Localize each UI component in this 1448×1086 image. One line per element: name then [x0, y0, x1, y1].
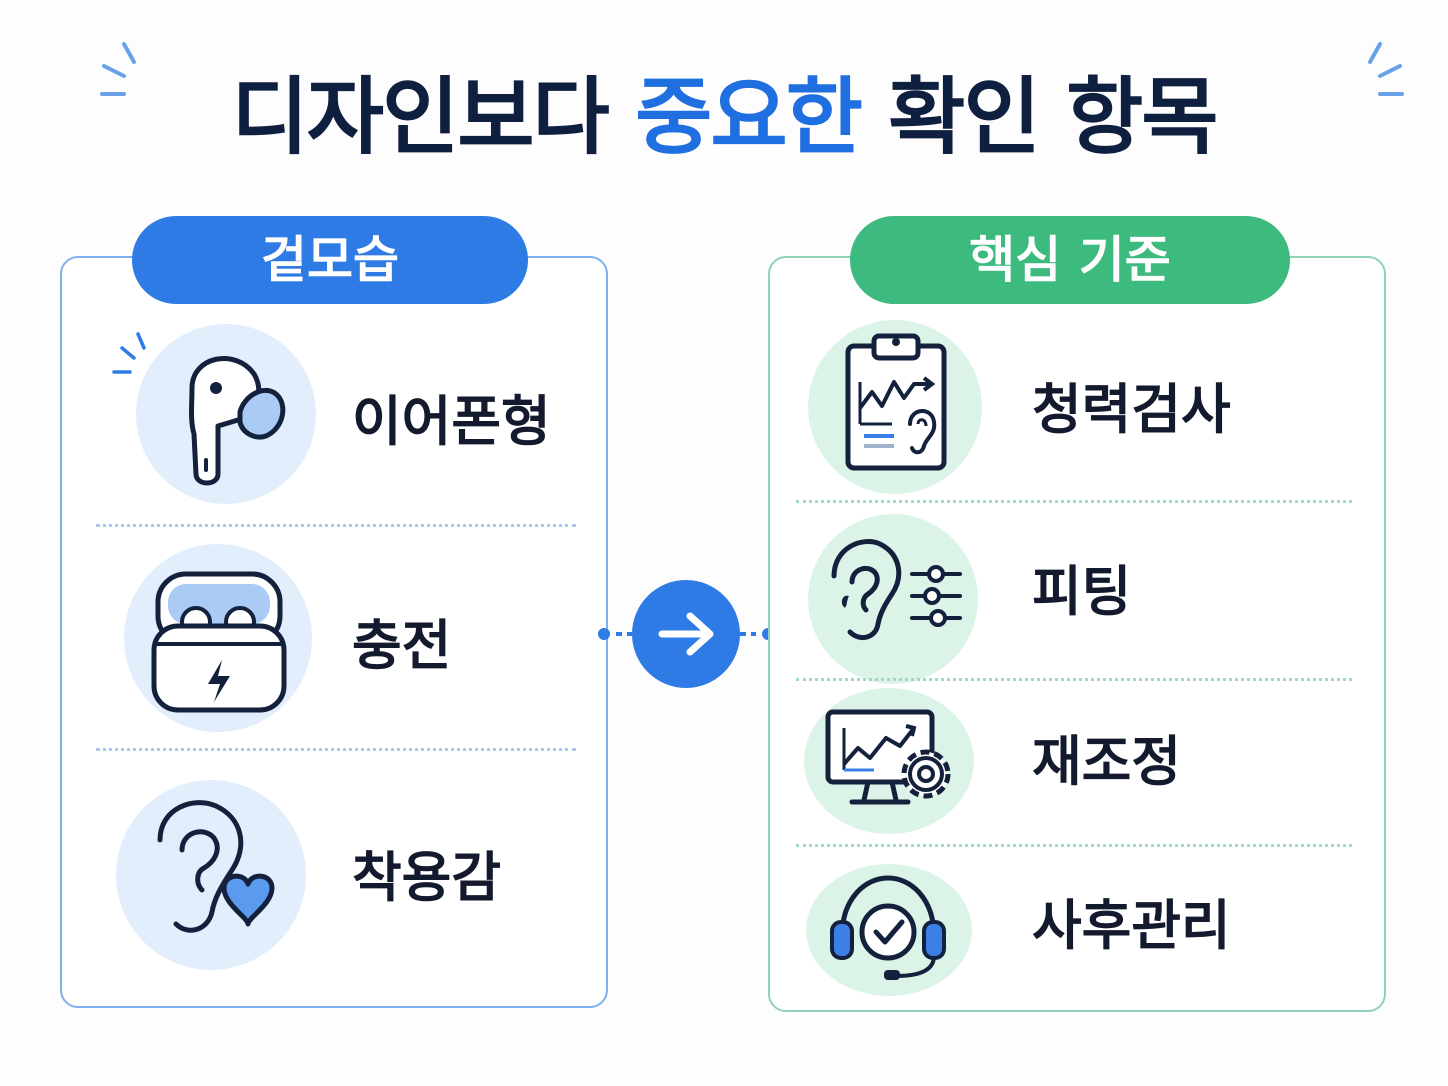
divider [796, 500, 1352, 503]
sparkle-earbud-icon [112, 332, 146, 374]
item-hearing-test: 청력검사 [1032, 378, 1231, 441]
fitting-icon-circle [808, 514, 978, 684]
appearance-header: 겉모습 [132, 216, 528, 304]
item-charging: 충전 [352, 614, 452, 677]
sparkle-left-icon [100, 42, 136, 96]
item-aftercare: 사후관리 [1032, 894, 1231, 957]
item-wearing-comfort: 착용감 [352, 846, 502, 909]
ear-heart-icon [157, 800, 275, 933]
charging-case-icon [151, 571, 287, 713]
divider [796, 678, 1352, 681]
divider [96, 524, 576, 527]
charging-case-icon-circle [124, 544, 312, 732]
arrow-right-icon [658, 612, 714, 656]
ear-settings-icon [831, 539, 962, 641]
ear-heart-icon-circle [116, 780, 306, 970]
headset-check-icon [830, 875, 946, 980]
title-highlight: 중요한 [635, 68, 863, 166]
title-part2: 확인 항목 [860, 68, 1218, 166]
page-title: 디자인보다 중요한 확인 항목 [0, 62, 1448, 182]
earbud-icon-circle [136, 324, 316, 504]
title-part1: 디자인보다 [231, 68, 636, 166]
item-earbud-type: 이어폰형 [352, 390, 551, 453]
monitor-gear-icon [825, 709, 951, 805]
divider [796, 844, 1352, 847]
item-fitting: 피팅 [1032, 560, 1132, 623]
core-criteria-header: 핵심 기준 [850, 216, 1290, 304]
connector-arrow [598, 580, 774, 688]
earbud-icon [189, 356, 286, 486]
hearing-test-clipboard-icon [845, 333, 947, 471]
item-readjustment: 재조정 [1032, 730, 1182, 793]
divider [96, 748, 576, 751]
readjustment-icon-circle [804, 688, 974, 834]
sparkle-right-icon [1368, 42, 1404, 96]
aftercare-icon-circle [806, 864, 972, 996]
hearing-test-icon-circle [808, 320, 982, 494]
